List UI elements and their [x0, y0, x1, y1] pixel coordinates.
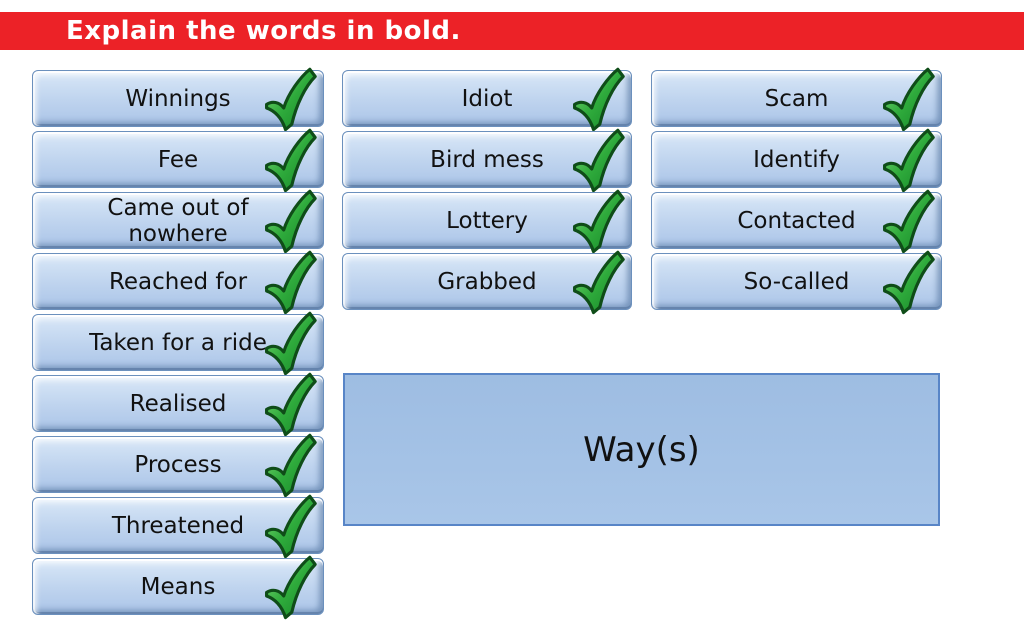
check-icon	[573, 67, 625, 131]
check-icon	[265, 311, 317, 375]
word-button-contacted[interactable]: Contacted	[651, 189, 942, 253]
word-button-fee[interactable]: Fee	[32, 128, 324, 192]
word-label: Scam	[764, 85, 829, 112]
word-button-process[interactable]: Process	[32, 433, 324, 497]
word-button-realised[interactable]: Realised	[32, 372, 324, 436]
check-icon	[573, 250, 625, 314]
word-label: Reached for	[108, 268, 248, 295]
word-label: So-called	[743, 268, 850, 295]
ways-label: Way(s)	[583, 429, 700, 470]
check-icon	[883, 189, 935, 253]
ways-box[interactable]: Way(s)	[343, 373, 940, 526]
header-bar: Explain the words in bold.	[0, 12, 1024, 50]
check-icon	[573, 128, 625, 192]
check-icon	[265, 433, 317, 497]
word-button-lottery[interactable]: Lottery	[342, 189, 632, 253]
word-button-identify[interactable]: Identify	[651, 128, 942, 192]
page-title: Explain the words in bold.	[66, 16, 461, 46]
word-label: Grabbed	[437, 268, 537, 295]
word-label: Means	[140, 573, 216, 600]
check-icon	[265, 494, 317, 558]
word-button-taken-for-a-ride[interactable]: Taken for a ride	[32, 311, 324, 375]
check-icon	[883, 67, 935, 131]
word-button-came-out-of-nowhere[interactable]: Came out of nowhere	[32, 189, 324, 253]
word-button-threatened[interactable]: Threatened	[32, 494, 324, 558]
word-button-bird-mess[interactable]: Bird mess	[342, 128, 632, 192]
word-label: Process	[134, 451, 222, 478]
word-label: Bird mess	[430, 146, 544, 173]
word-button-so-called[interactable]: So-called	[651, 250, 942, 314]
word-label: Threatened	[111, 512, 245, 539]
check-icon	[573, 189, 625, 253]
word-label: Idiot	[461, 85, 513, 112]
word-button-grabbed[interactable]: Grabbed	[342, 250, 632, 314]
check-icon	[883, 250, 935, 314]
check-icon	[265, 128, 317, 192]
check-icon	[265, 250, 317, 314]
word-label: Winnings	[125, 85, 231, 112]
word-label: Contacted	[737, 207, 856, 234]
word-label: Realised	[129, 390, 227, 417]
check-icon	[265, 372, 317, 436]
check-icon	[265, 67, 317, 131]
check-icon	[883, 128, 935, 192]
word-label: Fee	[157, 146, 199, 173]
word-button-idiot[interactable]: Idiot	[342, 67, 632, 131]
word-label: Came out of nowhere	[107, 194, 249, 247]
word-button-scam[interactable]: Scam	[651, 67, 942, 131]
word-label: Taken for a ride	[89, 329, 267, 356]
check-icon	[265, 555, 317, 619]
word-label: Lottery	[446, 207, 528, 234]
word-label: Identify	[753, 146, 840, 173]
word-button-winnings[interactable]: Winnings	[32, 67, 324, 131]
word-button-means[interactable]: Means	[32, 555, 324, 619]
check-icon	[265, 189, 317, 253]
word-button-reached-for[interactable]: Reached for	[32, 250, 324, 314]
